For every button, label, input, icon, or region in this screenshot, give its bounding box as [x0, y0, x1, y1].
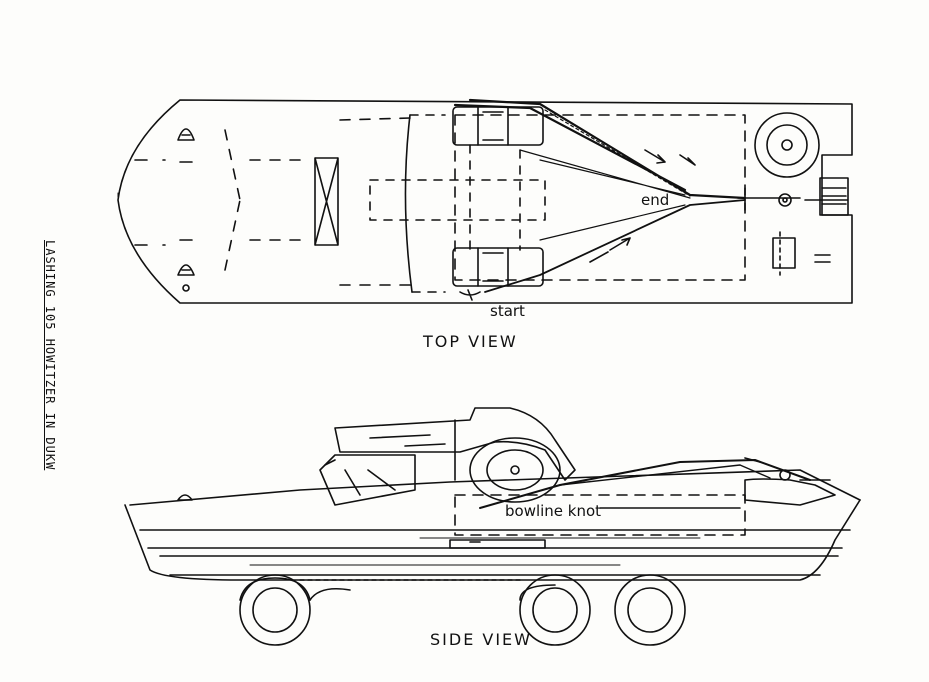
- label-end: end: [641, 191, 669, 209]
- top-view-drawing: [117, 98, 853, 304]
- label-bowline-knot: bowline knot: [505, 502, 601, 520]
- top-hull-outline: [117, 99, 853, 304]
- howitzer-wheel-top: [452, 106, 544, 146]
- lashing-rope-side-view: [479, 459, 811, 509]
- bow-cleat-top: [177, 128, 195, 141]
- howitzer-side: [334, 407, 576, 481]
- label-start: start: [490, 302, 525, 320]
- spare-tire-icon: [754, 112, 820, 178]
- howitzer-wheel-bottom: [452, 247, 544, 287]
- side-view-caption: SIDE VIEW: [430, 630, 532, 649]
- windshield-frame: [314, 157, 339, 246]
- howitzer-wheel-side: [469, 437, 561, 503]
- top-view-caption: TOP VIEW: [422, 332, 518, 351]
- vehicle-wheels: [239, 574, 686, 646]
- side-view-drawing: [124, 407, 861, 646]
- side-windshield: [319, 454, 416, 506]
- bow-cleat-bottom: [177, 264, 195, 276]
